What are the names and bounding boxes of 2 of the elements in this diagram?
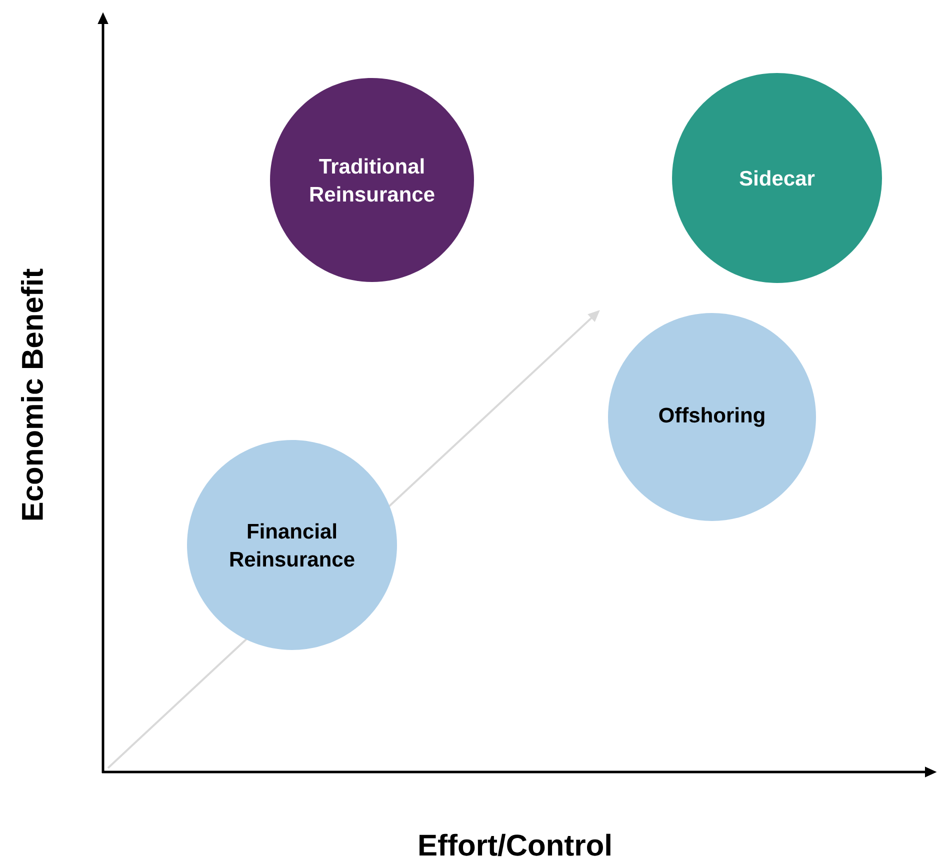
- axis-title: Economic Benefit: [21, 268, 44, 520]
- axis-title: Effort/Control: [420, 834, 610, 856]
